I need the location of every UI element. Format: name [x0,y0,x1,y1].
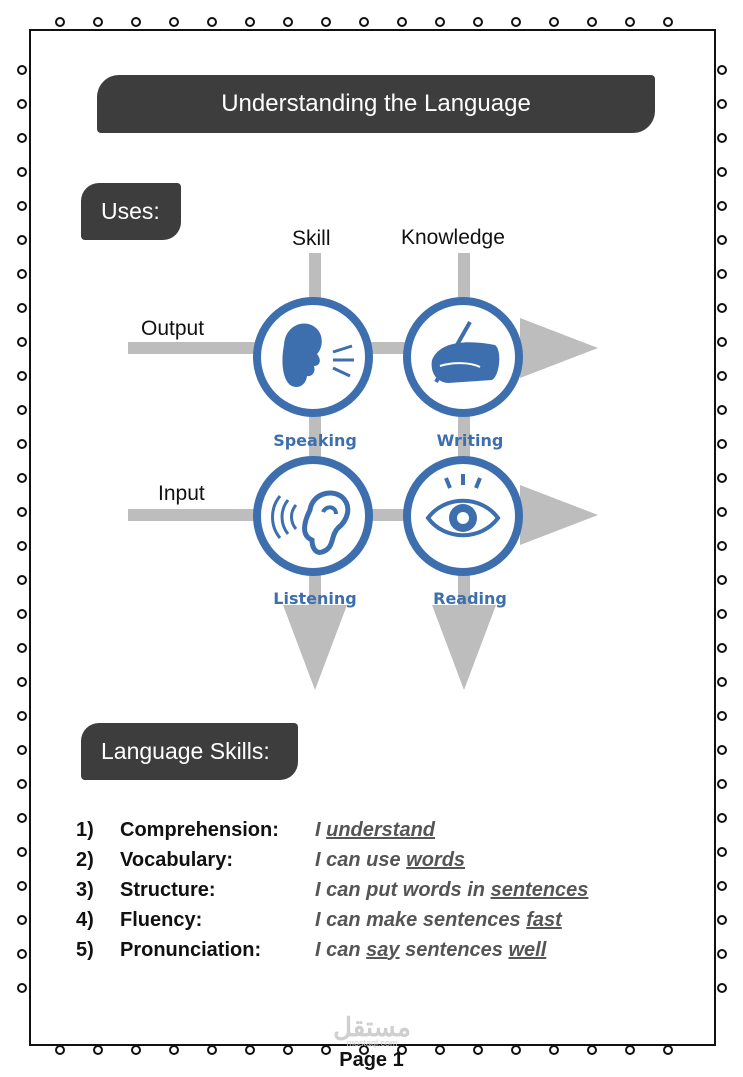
arrow-down-skill [283,605,347,690]
watermark-logo: مستقل [333,1012,411,1042]
writing-icon [431,321,500,383]
arrow-right-output [520,318,598,378]
list-item: 1) Comprehension: I understand [76,815,676,845]
column-label-knowledge: Knowledge [401,226,505,249]
language-skills-heading: Language Skills: [81,723,298,780]
skills-list: 1) Comprehension: I understand 2) Vocabu… [76,815,676,965]
list-item: 5) Pronunciation: I can say sentences we… [76,935,676,965]
item-number: 4) [76,908,94,931]
page-title: Understanding the Language [97,75,655,133]
reading-label: Reading [433,589,507,608]
skill-description: I understand [315,818,436,841]
skill-name: Pronunciation: [120,938,262,961]
speaking-icon [282,323,354,387]
writing-label: Writing [437,431,504,450]
watermark-url: mostaql.com [346,1038,398,1048]
skill-description: I can make sentences fast [315,908,562,931]
list-item: 2) Vocabulary: I can use words [76,845,676,875]
skill-name: Comprehension: [120,818,279,841]
list-item: 4) Fluency: I can make sentences fast [76,905,676,935]
item-number: 5) [76,938,94,961]
skill-name: Structure: [120,878,216,901]
reading-icon [425,474,501,538]
list-item: 3) Structure: I can put words in sentenc… [76,875,676,905]
skill-name: Vocabulary: [120,848,233,871]
arrow-right-input [520,485,598,545]
column-label-skill: Skill [292,227,331,250]
item-number: 2) [76,848,94,871]
page-number: Page 1 [339,1049,404,1071]
speaking-label: Speaking [273,431,357,450]
arrow-down-knowledge [432,605,496,690]
item-number: 3) [76,878,94,901]
skill-description: I can use words [315,848,466,871]
skill-name: Fluency: [120,908,203,931]
skill-description: I can say sentences well [315,938,547,961]
listening-circle [253,456,373,576]
row-label-input: Input [158,482,205,505]
item-number: 1) [76,818,94,841]
listening-label: Listening [273,589,356,608]
uses-heading: Uses: [81,183,181,240]
listening-icon [271,490,351,555]
row-label-output: Output [141,317,205,340]
skill-description: I can put words in sentences [315,878,589,901]
